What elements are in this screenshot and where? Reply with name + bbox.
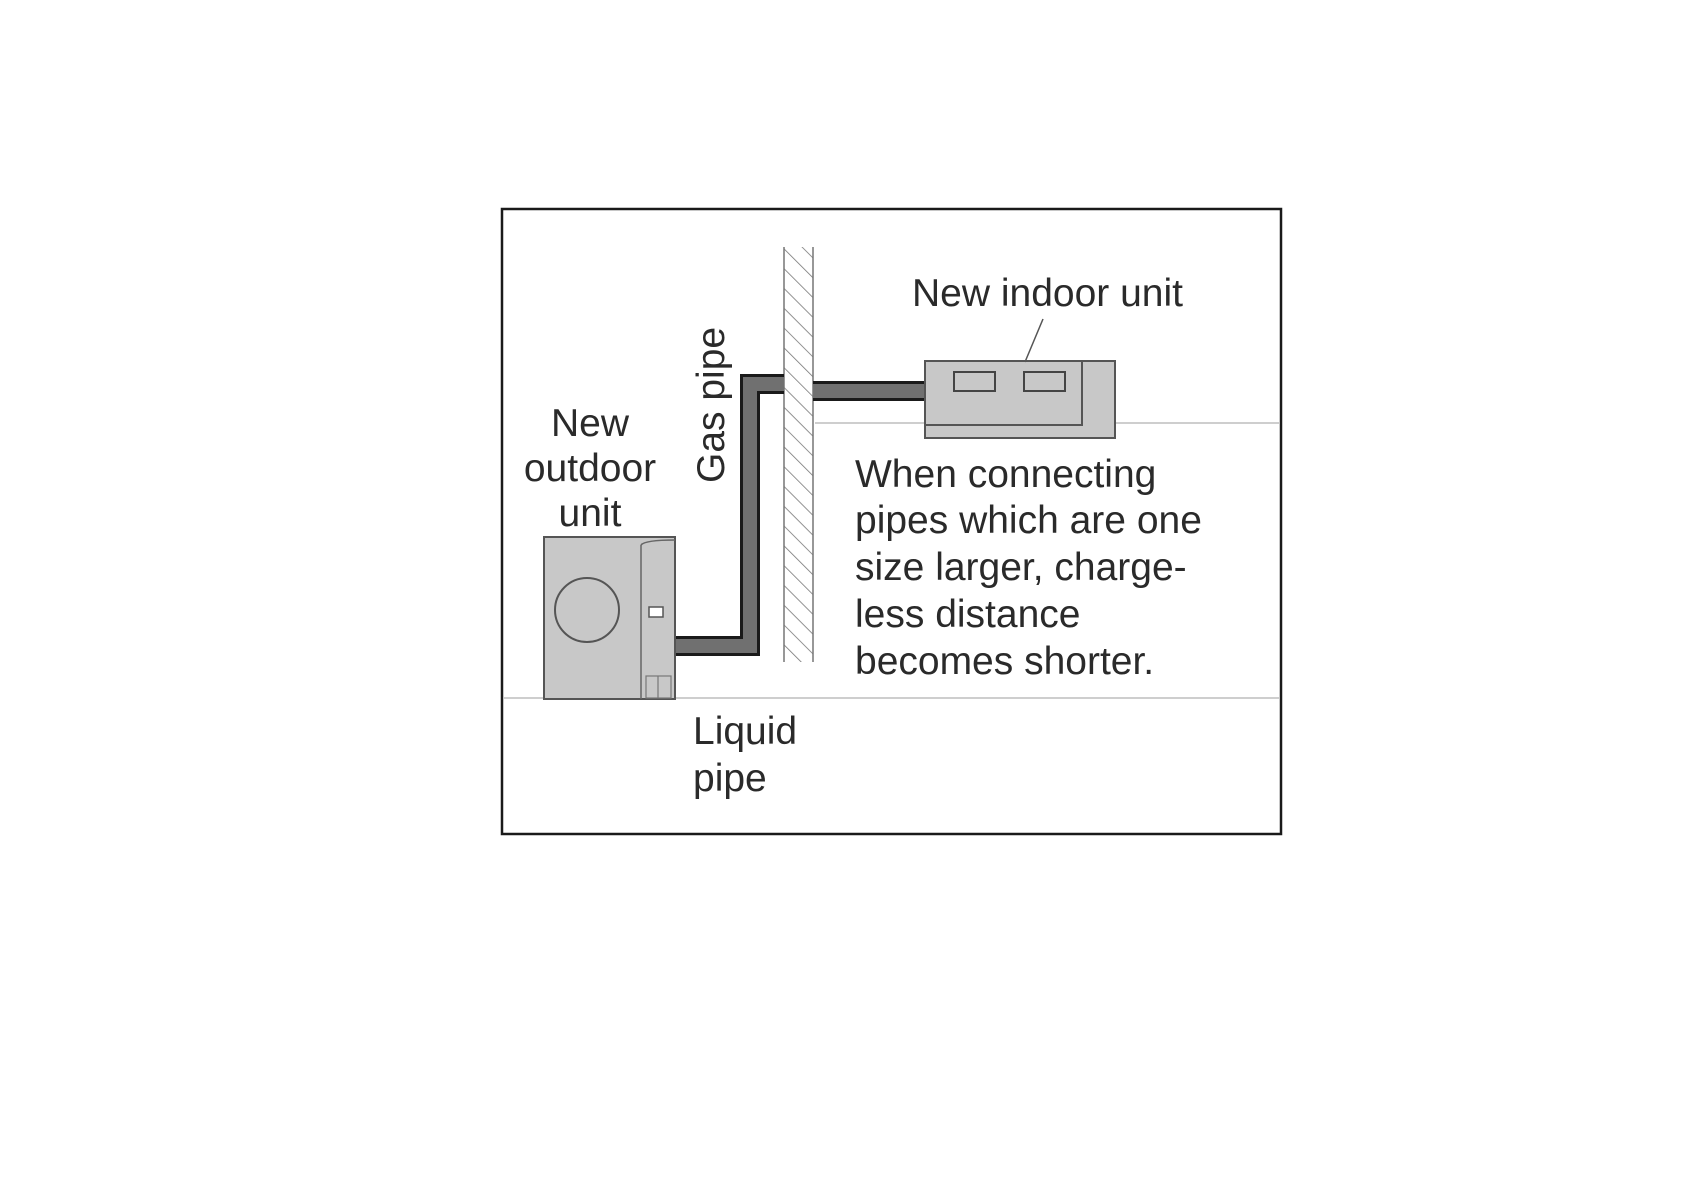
note-line: size larger, charge- xyxy=(855,546,1187,589)
note-line: becomes shorter. xyxy=(855,640,1154,683)
note-line: less distance xyxy=(855,593,1080,636)
wall xyxy=(784,247,813,662)
outdoor-label-line: outdoor xyxy=(524,447,656,490)
note-line: When connecting xyxy=(855,453,1156,496)
liquid-label-line: pipe xyxy=(693,757,767,800)
gas-pipe-label: Gas pipe xyxy=(690,327,733,483)
note-line: pipes which are one xyxy=(855,499,1202,542)
liquid-label-line: Liquid xyxy=(693,710,797,753)
indoor-unit xyxy=(925,361,1115,438)
outdoor-label-line: New xyxy=(551,402,630,445)
outdoor-label-line: unit xyxy=(559,492,622,535)
new-indoor-unit-label: New indoor unit xyxy=(912,272,1183,315)
note-text: When connecting pipes which are one size… xyxy=(855,453,1202,683)
outdoor-unit xyxy=(544,537,675,699)
